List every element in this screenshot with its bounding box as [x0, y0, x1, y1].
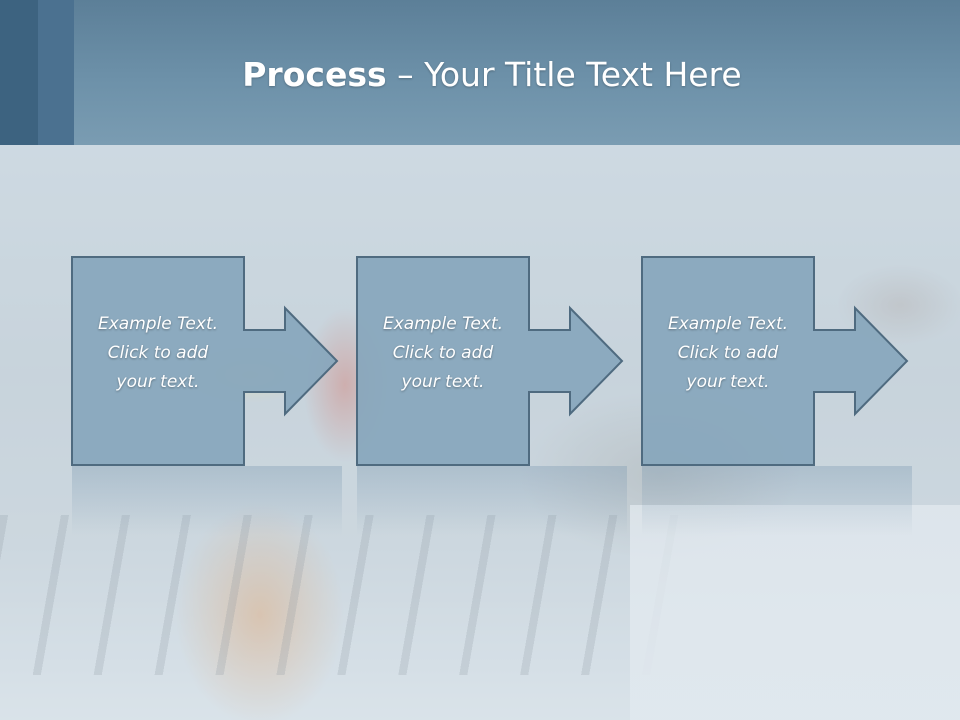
title-bold-part: Process: [242, 55, 387, 94]
step-text-line-1: Example Text.: [97, 314, 219, 334]
step-text-line-1: Example Text.: [382, 314, 504, 334]
step-arrow-shape: [641, 256, 909, 466]
step-text[interactable]: Example Text. Click to add your text.: [357, 310, 529, 397]
step-text-line-2: Click to add: [107, 343, 209, 363]
slide-title[interactable]: Process – Your Title Text Here: [74, 48, 910, 102]
step-text-line-3: your text.: [116, 372, 200, 392]
step-text-line-3: your text.: [401, 372, 485, 392]
step-text-line-1: Example Text.: [667, 314, 789, 334]
step-arrow-shape: [356, 256, 624, 466]
title-band: Process – Your Title Text Here: [0, 0, 960, 145]
step-reflection: [357, 466, 627, 536]
accent-strip-dark: [0, 0, 38, 145]
stove-grate: [0, 515, 700, 675]
step-text-line-2: Click to add: [392, 343, 494, 363]
title-rest-part: – Your Title Text Here: [386, 55, 742, 94]
step-arrow-shape: [71, 256, 339, 466]
step-reflection: [72, 466, 342, 536]
counter-surface: [630, 505, 960, 720]
step-text[interactable]: Example Text. Click to add your text.: [642, 310, 814, 397]
step-text-line-2: Click to add: [677, 343, 779, 363]
step-text-line-3: your text.: [686, 372, 770, 392]
step-reflection: [642, 466, 912, 536]
accent-strip-mid: [38, 0, 74, 145]
step-text[interactable]: Example Text. Click to add your text.: [72, 310, 244, 397]
